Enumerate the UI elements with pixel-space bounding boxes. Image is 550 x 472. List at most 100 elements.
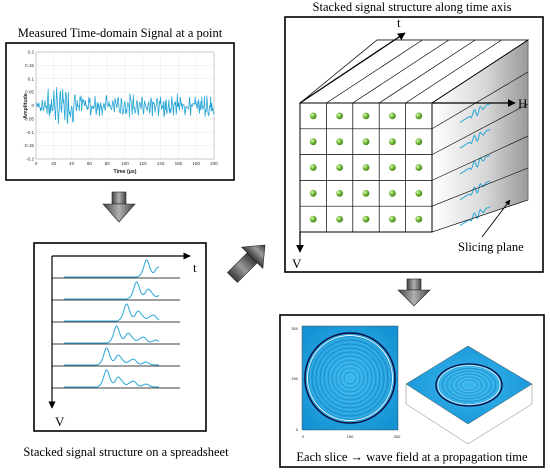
grid-dot [362, 215, 370, 223]
field-xtick-left: 0 [302, 434, 305, 439]
ytick-label: 0.05 [25, 90, 34, 95]
ytick-label: 0.1 [28, 76, 35, 81]
xtick-label: 20 [51, 161, 57, 166]
wave-ring [315, 343, 385, 413]
wave-ring [329, 357, 371, 399]
grid-dot [309, 112, 317, 120]
side-depth-line [431, 135, 529, 181]
spreadsheet-v-label: V [55, 414, 65, 429]
grid-dot [389, 189, 396, 197]
xtick-label: 60 [87, 161, 93, 166]
wave-ring-3d [462, 381, 476, 389]
caption-spreadsheet: Stacked signal structure on a spreadshee… [23, 445, 229, 459]
stacked-signal [64, 369, 159, 388]
grid-dot [415, 138, 423, 146]
panel-spreadsheet: t V Stacked signal structure on a spread… [23, 242, 229, 459]
spreadsheet-rows [52, 259, 180, 389]
wave-ring [339, 367, 361, 389]
grid-dot [362, 164, 370, 171]
grid-dot [415, 164, 423, 171]
wave-rings [303, 331, 397, 425]
wave-ring [325, 353, 375, 403]
arrow-down-left [102, 191, 136, 223]
side-waveforms [431, 39, 529, 233]
xtick-label: 0 [35, 161, 38, 166]
panel-time-stack: Stacked signal structure along time axis… [284, 0, 544, 273]
front-grid-dots [309, 112, 423, 223]
field-ytick-top: 300 [291, 326, 298, 331]
wave-ring-3d [446, 371, 492, 399]
grid-dot [389, 112, 396, 120]
wave-field-3d-surface [405, 345, 533, 425]
wave-ring [321, 349, 379, 407]
xtick-label: 100 [121, 161, 129, 166]
ytick-label: 0 [31, 103, 34, 108]
stacked-signal [64, 325, 160, 344]
grid-dot [309, 215, 317, 223]
grid-dot [415, 112, 423, 120]
xtick-label: 40 [69, 161, 75, 166]
wave-ring-3d [453, 375, 485, 395]
wave-ring [311, 339, 389, 417]
wave-ring-3d [455, 376, 483, 394]
side-depth-line [431, 167, 529, 207]
wave-ring [323, 351, 377, 405]
spreadsheet-t-label: t [193, 260, 197, 275]
slicing-pointer [481, 199, 511, 238]
grid-dot [336, 138, 343, 146]
ytick-label: 0.15 [25, 63, 34, 68]
side-depth-line [431, 39, 529, 104]
wave-ring [309, 337, 391, 419]
grid-dot [309, 138, 317, 146]
wave-ring [313, 341, 387, 415]
wave-front-3d [437, 365, 501, 405]
wave-ring [327, 355, 373, 401]
t-axis [299, 32, 406, 104]
wave-ring [343, 371, 357, 385]
plot-xlabel: Time (μs) [114, 169, 137, 175]
grid-dot [336, 189, 343, 197]
front-grid [300, 103, 432, 232]
wave-ring-3d [439, 366, 499, 404]
wave-ring-3d [460, 379, 478, 391]
xtick-label: 120 [139, 161, 147, 166]
ytick-label: -0.2 [26, 157, 34, 162]
wave-ring [337, 365, 363, 391]
depth-line [405, 39, 502, 104]
wave-ring [333, 361, 367, 395]
field-xtick-right: 300 [394, 434, 401, 439]
v-axis-label: V [292, 256, 302, 271]
wave-ring [319, 347, 381, 409]
wave-ring-3d [442, 368, 496, 402]
stacked-signal [64, 303, 160, 322]
side-depth-line [431, 199, 529, 233]
depth-line [352, 39, 449, 104]
side-waveform [459, 180, 491, 201]
xtick-label: 140 [157, 161, 165, 166]
side-depth-line [431, 71, 529, 130]
wave-ring [303, 331, 397, 425]
side-waveform [459, 154, 491, 175]
h-axis-label: H [518, 96, 527, 111]
grid-dot [336, 215, 343, 223]
t-axis-label: t [397, 15, 401, 30]
grid-dot [362, 189, 370, 197]
wave-ring [345, 373, 355, 383]
wave-front-ring [304, 332, 396, 424]
grid-dot [362, 138, 370, 146]
ytick-label: -0.1 [26, 130, 34, 135]
ytick-label: -0.15 [24, 143, 35, 148]
wave-front-ring [307, 335, 393, 421]
wave-ring-3d [448, 372, 490, 398]
arrow-diagonal [227, 244, 266, 283]
grid-dot [389, 138, 396, 146]
grid-dot [415, 215, 423, 223]
xtick-label: 80 [105, 161, 111, 166]
panel-measured-signal: Measured Time-domain Signal at a point 0… [5, 26, 235, 181]
grid-dot [389, 215, 396, 223]
panel-wave-field: 300 150 0 0 150 300 Each slice → wave fi… [279, 314, 545, 468]
wave-ring [317, 345, 383, 411]
grid-dot [336, 164, 343, 171]
depth-line [326, 39, 423, 104]
